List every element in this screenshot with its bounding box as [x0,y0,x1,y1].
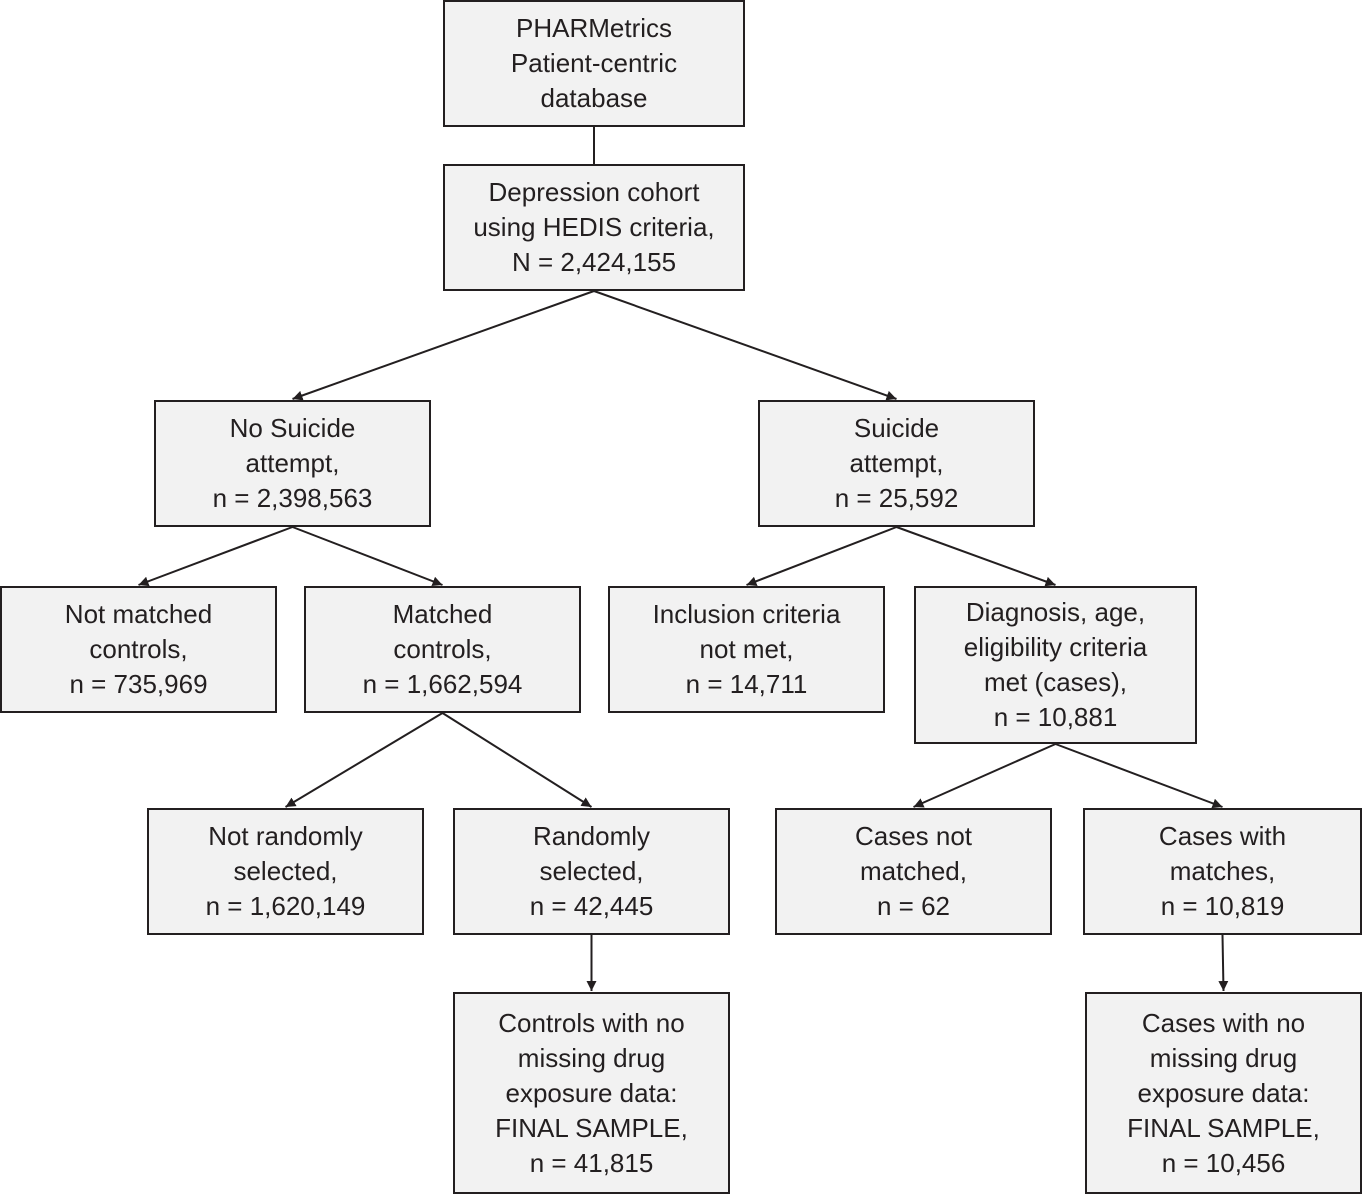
node-line: Cases not [854,821,973,851]
connector-cohort-to-suicide [593,290,897,401]
node-line: PHARMetrics [515,13,672,43]
node-line: Not matched [64,599,213,629]
node-line: database [540,83,648,113]
node-count: n = 10,456 [1161,1147,1286,1178]
node-line: missing drug [1149,1042,1298,1073]
node-suicide-attempt: Suicide attempt, n = 25,592 [758,400,1035,527]
node-final-sample-cases: Cases with no missing drug exposure data… [1085,992,1362,1194]
node-count: n = 2,398,563 [212,483,373,513]
node-depression-cohort: Depression cohort using HEDIS criteria, … [443,164,745,291]
node-count: n = 10,819 [1160,891,1285,921]
node-line: not met, [699,634,794,664]
node-line: selected, [539,856,644,886]
node-line: selected, [233,856,338,886]
connector-suicide-to-inclusion [746,526,897,587]
node-line: Randomly [532,821,651,851]
node-line: controls, [89,634,188,664]
connector-matched-to-notrandom [284,712,444,808]
node-line: Patient-centric [510,48,678,78]
node-line: Suicide [853,413,940,443]
node-line: attempt, [849,448,944,478]
node-matched-controls: Matched controls, n = 1,662,594 [304,586,581,713]
node-line: controls, [393,634,492,664]
node-final-sample-controls: Controls with no missing drug exposure d… [453,992,730,1194]
connector-diagnosis-to-caseswith [1055,743,1223,809]
node-not-matched-controls: Not matched controls, n = 735,969 [0,586,277,713]
node-line: No Suicide [229,413,356,443]
node-line: exposure data: [505,1077,678,1108]
node-count: n = 10,881 [993,702,1118,732]
node-randomly-selected: Randomly selected, n = 42,445 [453,808,730,935]
node-count: N = 2,424,155 [511,247,677,277]
node-line: matches, [1169,856,1276,886]
connector-suicide-to-diagnosis [896,526,1056,587]
connector-diagnosis-to-casesnot [913,743,1056,808]
node-line: Not randomly [208,821,363,851]
connector-cohort-to-nosuicide [292,290,595,401]
node-count: n = 41,815 [529,1147,654,1178]
node-eligibility-criteria-met: Diagnosis, age, eligibility criteria met… [914,586,1197,744]
node-line: FINAL SAMPLE, [495,1112,688,1143]
connector-caseswith-to-finalcases [1218,934,1229,992]
node-pharmetrics-database: PHARMetrics Patient-centric database [443,0,745,127]
node-line: using HEDIS criteria, [473,212,715,242]
node-inclusion-criteria-not-met: Inclusion criteria not met, n = 14,711 [608,586,885,713]
node-line: Cases with no [1141,1007,1306,1038]
node-line: Cases with [1158,821,1287,851]
node-line: Controls with no [498,1007,685,1038]
node-count: n = 14,711 [685,669,808,699]
node-line: met (cases), [983,667,1128,697]
connector-matched-to-random [441,712,593,808]
node-line: Depression cohort [488,177,700,207]
node-line: eligibility criteria [963,632,1148,662]
node-count: n = 735,969 [69,669,208,699]
connector-nosuicide-to-matched [292,526,443,587]
node-line: matched, [860,856,967,886]
node-cases-not-matched: Cases not matched, n = 62 [775,808,1052,935]
node-count: n = 62 [876,891,950,921]
node-line: Inclusion criteria [652,599,841,629]
node-not-randomly-selected: Not randomly selected, n = 1,620,149 [147,808,424,935]
node-no-suicide-attempt: No Suicide attempt, n = 2,398,563 [154,400,431,527]
node-line: attempt, [245,448,340,478]
node-count: n = 25,592 [834,483,959,513]
node-line: Matched [392,599,493,629]
connector-nosuicide-to-notmatched [138,526,293,587]
node-count: n = 1,662,594 [362,669,523,699]
node-line: exposure data: [1137,1077,1310,1108]
node-line: FINAL SAMPLE, [1127,1112,1320,1143]
node-count: n = 1,620,149 [205,891,366,921]
node-cases-with-matches: Cases with matches, n = 10,819 [1083,808,1362,935]
node-line: Diagnosis, age, [965,597,1146,627]
node-line: missing drug [517,1042,666,1073]
node-count: n = 42,445 [529,891,654,921]
